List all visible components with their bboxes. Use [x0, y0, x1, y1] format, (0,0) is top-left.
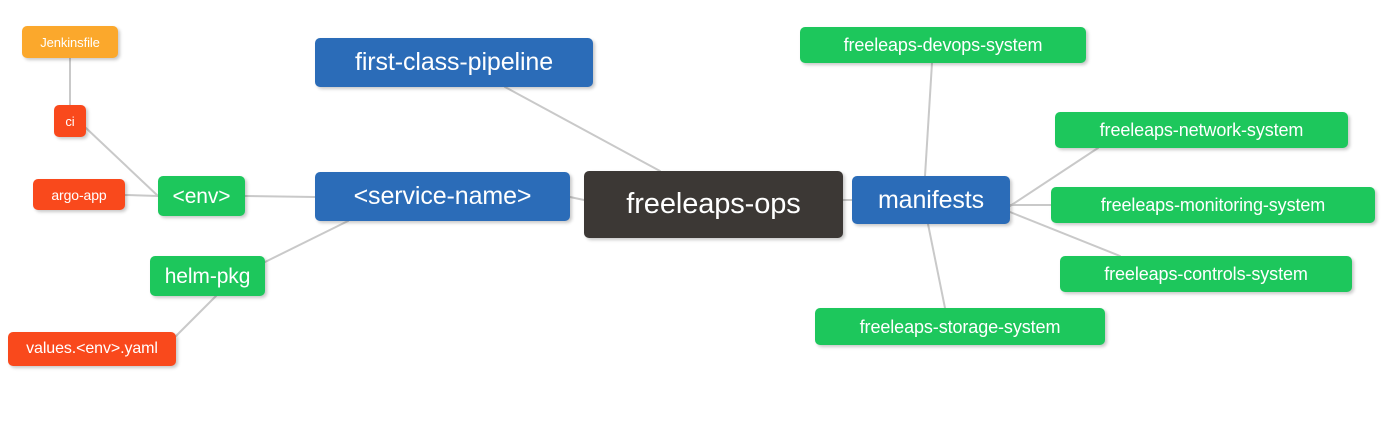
- mindmap-node-first-class[interactable]: first-class-pipeline: [315, 38, 593, 87]
- mindmap-node-label: <service-name>: [353, 182, 532, 210]
- mindmap-node-network-sys[interactable]: freeleaps-network-system: [1055, 112, 1348, 148]
- mindmap-node-label: freeleaps-storage-system: [859, 316, 1061, 337]
- edge-manifests-to-storage-sys: [927, 223, 946, 309]
- mindmap-node-label: freeleaps-controls-system: [1104, 264, 1308, 284]
- mindmap-node-label: ci: [65, 113, 75, 129]
- edge-helm-pkg-to-service-name: [264, 220, 349, 263]
- mindmap-node-controls-sys[interactable]: freeleaps-controls-system: [1060, 256, 1352, 292]
- mindmap-node-label: freeleaps-devops-system: [843, 35, 1043, 55]
- edge-service-name-to-root: [569, 196, 585, 201]
- mindmap-node-label: values.<env>.yaml: [26, 340, 158, 357]
- edge-manifests-to-devops-sys: [924, 62, 933, 177]
- edge-argo-app-to-env: [124, 194, 159, 197]
- mindmap-node-values-yaml[interactable]: values.<env>.yaml: [8, 332, 176, 366]
- mindmap-node-jenkinsfile[interactable]: Jenkinsfile: [22, 26, 118, 58]
- edge-values-yaml-to-helm-pkg: [175, 295, 217, 337]
- mindmap-node-label: <env>: [172, 184, 231, 208]
- mindmap-node-label: Jenkinsfile: [40, 34, 100, 50]
- mindmap-node-label: argo-app: [51, 186, 107, 203]
- mindmap-node-label: first-class-pipeline: [354, 48, 554, 76]
- mindmap-node-service-name[interactable]: <service-name>: [315, 172, 570, 221]
- mindmap-node-devops-sys[interactable]: freeleaps-devops-system: [800, 27, 1086, 63]
- mindmap-node-label: helm-pkg: [164, 264, 251, 288]
- edge-env-to-service-name: [244, 195, 316, 198]
- mindmap-node-monitoring-sys[interactable]: freeleaps-monitoring-system: [1051, 187, 1375, 223]
- mindmap-node-argo-app[interactable]: argo-app: [33, 179, 125, 210]
- mindmap-node-env[interactable]: <env>: [158, 176, 245, 216]
- mindmap-node-label: manifests: [877, 185, 985, 214]
- mindmap-node-label: freeleaps-ops: [626, 188, 801, 220]
- mindmap-node-label: freeleaps-monitoring-system: [1100, 195, 1326, 215]
- mindmap-node-label: freeleaps-network-system: [1099, 120, 1304, 140]
- mindmap-node-helm-pkg[interactable]: helm-pkg: [150, 256, 265, 296]
- mindmap-node-ci[interactable]: ci: [54, 105, 86, 137]
- edge-first-class-to-root: [504, 86, 661, 172]
- mindmap-node-manifests[interactable]: manifests: [852, 176, 1010, 224]
- mindmap-node-root[interactable]: freeleaps-ops: [584, 171, 843, 238]
- mindmap-node-storage-sys[interactable]: freeleaps-storage-system: [815, 308, 1105, 345]
